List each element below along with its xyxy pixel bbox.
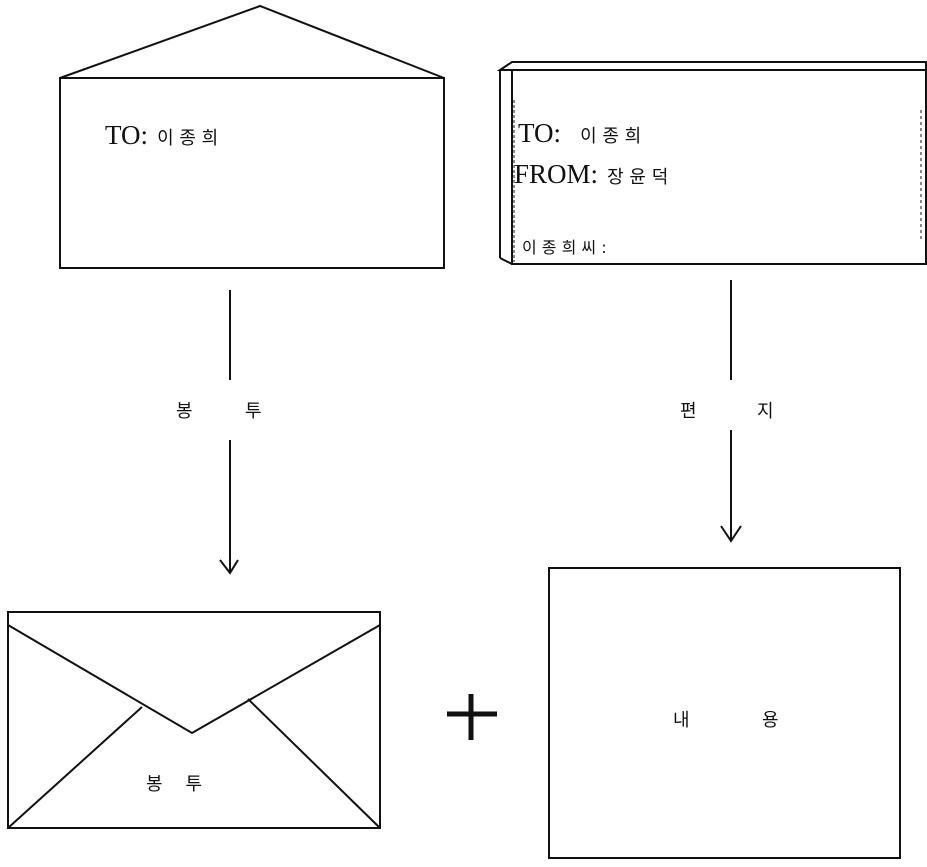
left-arrow-label-1: 봉 bbox=[176, 401, 193, 422]
envelope-card-to-label: TO: bbox=[105, 120, 149, 150]
letter-card-from-line: FROM: 장 윤 덕 bbox=[514, 161, 668, 188]
envelope-card bbox=[59, 4, 445, 269]
envelope-result-flap bbox=[7, 624, 381, 735]
right-arrow-label-1: 편 bbox=[680, 401, 697, 422]
content-box-label-1: 내 bbox=[673, 710, 690, 731]
right-arrow-label-2: 지 bbox=[757, 401, 774, 422]
letter-card-to-name: 이 종 희 bbox=[580, 126, 642, 147]
envelope-result-body bbox=[7, 611, 381, 829]
right-arrow bbox=[720, 280, 742, 543]
envelope-card-to-name: 이 종 희 bbox=[157, 128, 219, 149]
envelope-card-to-line: TO: 이 종 희 bbox=[105, 122, 218, 149]
letter-card-from-label: FROM: bbox=[514, 159, 599, 189]
envelope-card-flap bbox=[59, 4, 445, 79]
letter-card-front bbox=[511, 69, 927, 265]
letter-card-to-line: TO: 이 종 희 bbox=[518, 120, 641, 147]
letter-card-top-face bbox=[496, 61, 927, 71]
left-arrow bbox=[219, 290, 239, 575]
plus-sign bbox=[447, 694, 497, 740]
envelope-card-body bbox=[59, 77, 445, 269]
envelope-result bbox=[7, 611, 381, 829]
envelope-result-label: 봉 투 bbox=[146, 774, 203, 795]
content-box-label-2: 용 bbox=[762, 710, 779, 731]
letter-card bbox=[496, 61, 927, 265]
content-box bbox=[548, 567, 901, 859]
letter-card-from-name: 장 윤 덕 bbox=[607, 167, 669, 188]
letter-card-greeting: 이 종 희 씨 : bbox=[522, 238, 607, 257]
left-arrow-label-2: 투 bbox=[245, 401, 262, 422]
letter-card-to-label: TO: bbox=[518, 118, 562, 148]
